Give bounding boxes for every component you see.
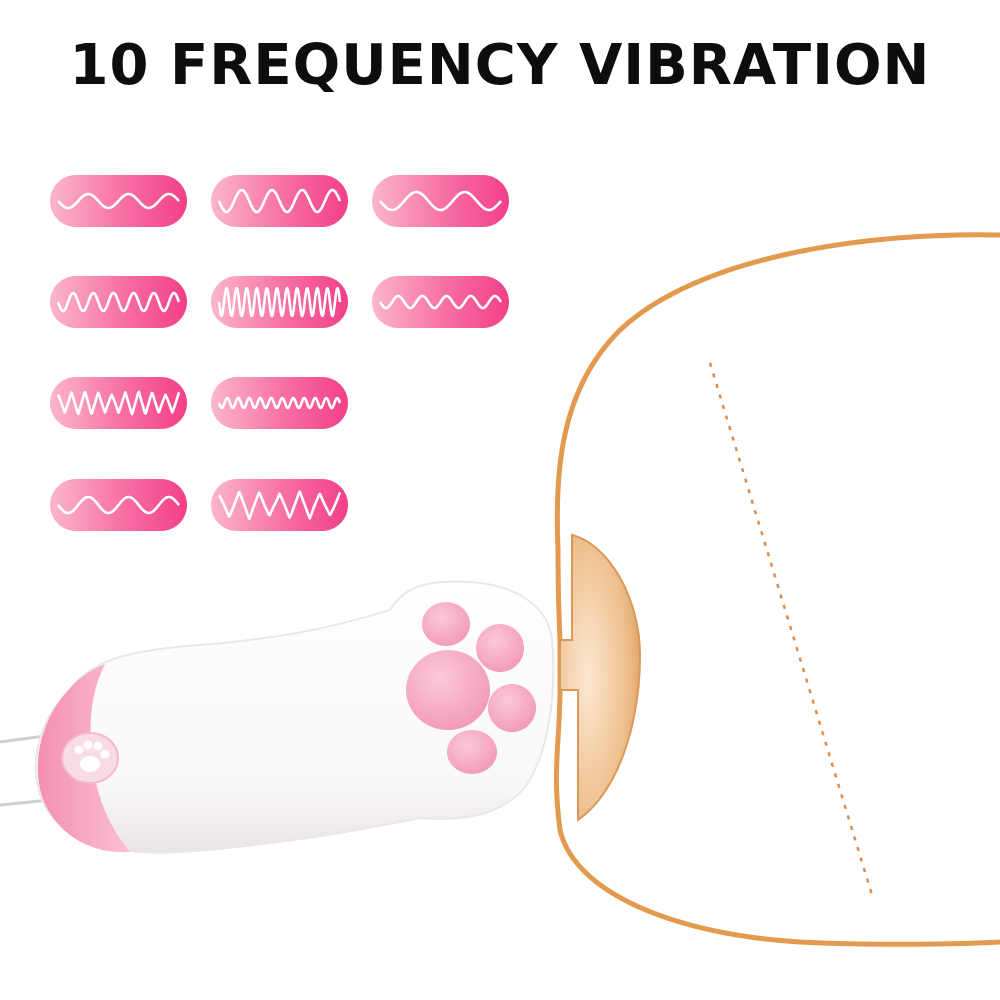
pattern-pill-sharp-zigzag-wave: [211, 479, 348, 531]
pattern-pill-zigzag-wave: [50, 377, 187, 429]
gentle-wave-icon: [57, 192, 180, 210]
zigzag-wave-icon: [56, 390, 181, 416]
pattern-pill-long-wave: [372, 175, 509, 227]
headline: 10 FREQUENCY VIBRATION: [69, 33, 931, 98]
fast-ripple-wave-icon: [217, 396, 342, 410]
body-outline-icon: [553, 232, 1000, 947]
paw-icon: [61, 732, 119, 784]
medium-wave-icon: [217, 188, 342, 214]
sharp-zigzag-wave-icon: [217, 490, 342, 521]
swell-wave-icon: [57, 495, 180, 515]
dense-wave-icon: [217, 286, 342, 318]
cat-paw-egg: [34, 580, 555, 854]
ripple-wave-icon: [378, 294, 503, 310]
pulse-wave-icon: [56, 291, 181, 313]
paw-pads: [406, 602, 536, 774]
long-wave-icon: [379, 190, 502, 212]
pattern-grid: [50, 175, 509, 531]
